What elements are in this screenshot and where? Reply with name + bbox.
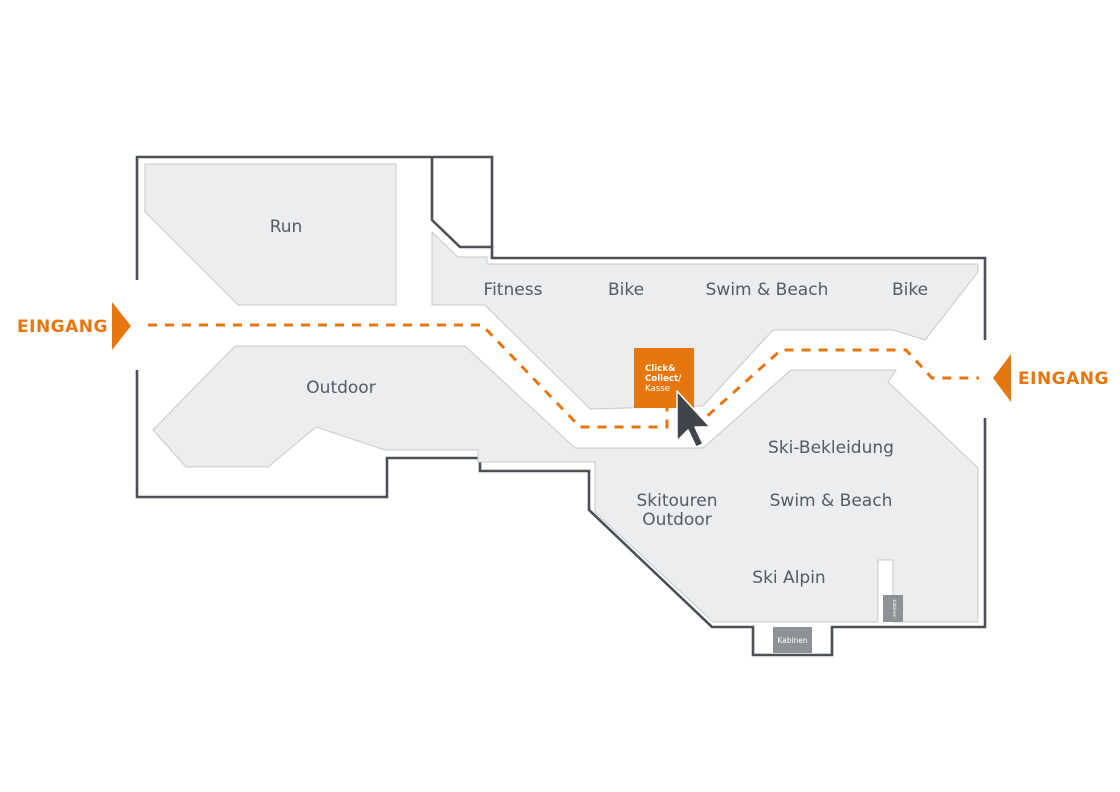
zone-skitouren-line2: Outdoor: [642, 510, 711, 530]
wall-top-middle: [430, 155, 494, 249]
cabins: Kabinen Kabinen: [773, 595, 903, 653]
outer-walls: [135, 155, 987, 657]
route-left: [148, 323, 669, 429]
mouse-pointer-icon: [676, 390, 711, 448]
entrance-left-label: EINGANG: [17, 317, 108, 337]
cabin-bottom: [773, 627, 812, 653]
zone-fitness: Fitness: [484, 280, 543, 300]
cabin-side: [883, 595, 903, 622]
click-collect-line2: Collect/: [645, 374, 682, 384]
zone-ski-alpin: Ski Alpin: [752, 568, 825, 588]
cabin-bottom-label: Kabinen: [777, 636, 808, 645]
zone-labels: Run Fitness Bike Swim & Beach Bike Outdo…: [270, 217, 928, 588]
floor-zones: [144, 163, 979, 623]
zone-ski-bekleidung: Ski-Bekleidung: [768, 438, 894, 458]
click-collect-line1: Click&: [645, 364, 676, 374]
click-collect-line3: Kasse: [645, 384, 670, 394]
cabin-side-label: Kabinen: [891, 599, 897, 617]
zone-bike-left: Bike: [608, 280, 644, 300]
zone-run-area: [144, 163, 397, 306]
wall-bottom-left: [135, 370, 987, 657]
entrance-right-arrow-icon: [993, 354, 1011, 402]
zone-bike-right: Bike: [892, 280, 928, 300]
route-right: [693, 348, 979, 429]
route-paths: [148, 323, 979, 429]
entrance-left-arrow-icon: [112, 302, 131, 350]
zone-swim-beach-bottom: Swim & Beach: [770, 491, 893, 511]
zone-outdoor-area: [152, 345, 979, 623]
wall-top-left: [135, 155, 432, 280]
zone-run: Run: [270, 217, 303, 237]
wall-top-right: [490, 247, 987, 340]
zone-top-aisle-area: [431, 230, 979, 410]
zone-swim-beach-top: Swim & Beach: [706, 280, 829, 300]
zone-skitouren-line1: Skitouren: [636, 491, 717, 511]
zone-outdoor: Outdoor: [306, 378, 375, 398]
entrance-right-label: EINGANG: [1018, 369, 1109, 389]
